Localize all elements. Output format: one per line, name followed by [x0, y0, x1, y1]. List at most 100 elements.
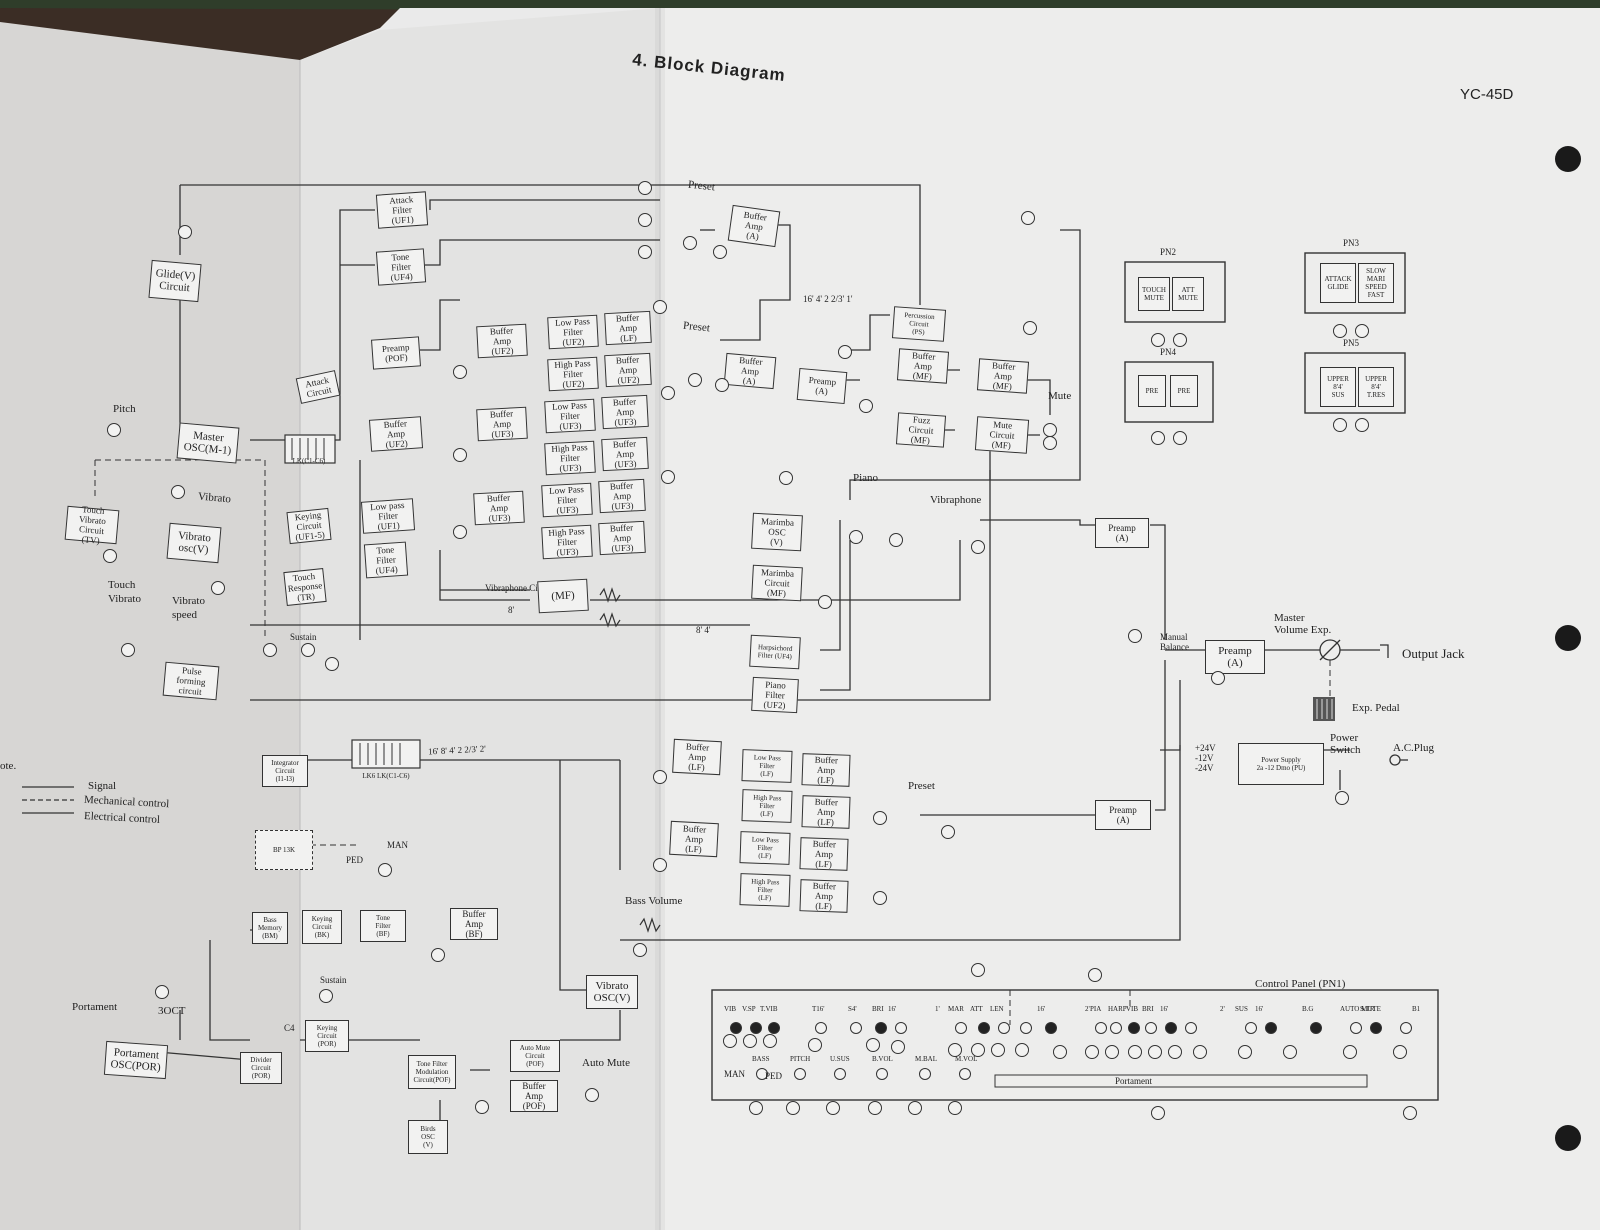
control-panel-knob[interactable]	[756, 1068, 768, 1080]
control-panel-switch[interactable]	[895, 1022, 907, 1034]
test-point-marker	[638, 181, 652, 195]
pn2-att-mute[interactable]: ATT MUTE	[1172, 277, 1204, 311]
master-osc-block: Master OSC(M-1)	[176, 422, 240, 464]
buffer-amp-uf2-b-block: Buffer Amp (UF2)	[476, 323, 528, 359]
model-number: YC-45D	[1460, 86, 1514, 103]
test-point-marker	[891, 1040, 905, 1054]
buffer-amp-pof-block: Buffer Amp (POF)	[510, 1080, 558, 1112]
test-point-marker	[743, 1034, 757, 1048]
preamp-a-mid-block: Preamp (A)	[796, 367, 848, 405]
control-panel-switch[interactable]	[1095, 1022, 1107, 1034]
test-point-marker	[633, 943, 647, 957]
control-panel-switch[interactable]	[730, 1022, 742, 1034]
test-point-marker	[971, 963, 985, 977]
control-panel-switch[interactable]	[1165, 1022, 1177, 1034]
binder-hole-3	[1555, 1125, 1581, 1151]
test-point-marker	[818, 595, 832, 609]
marimba-osc-block: Marimba OSC (V)	[751, 512, 803, 552]
label-piano: Piano	[853, 472, 879, 484]
highpass-filter-lf-2-block: High Pass Filter (LF)	[739, 873, 791, 907]
control-panel-switch[interactable]	[1245, 1022, 1257, 1034]
test-point-marker	[1015, 1043, 1029, 1057]
control-panel-switch-label: 16'	[888, 1005, 897, 1013]
pn5-upper-tres[interactable]: UPPER 8'4' T.RES	[1358, 367, 1394, 407]
control-panel-switch[interactable]	[1310, 1022, 1322, 1034]
test-point-marker	[866, 1038, 880, 1052]
buffer-amp-uf3-b-block: Buffer Amp (UF3)	[473, 490, 525, 526]
test-point-marker	[838, 345, 852, 359]
control-panel-knob-label: M.VOL	[955, 1055, 978, 1063]
control-panel-switch[interactable]	[998, 1022, 1010, 1034]
test-point-marker	[325, 657, 339, 671]
test-point-marker	[1148, 1045, 1162, 1059]
pn4-pre-1[interactable]: PRE	[1138, 375, 1166, 407]
pn2-touch-mute[interactable]: TOUCH MUTE	[1138, 277, 1170, 311]
test-point-marker	[653, 858, 667, 872]
test-point-marker	[301, 643, 315, 657]
control-panel-switch[interactable]	[1128, 1022, 1140, 1034]
fuzz-circuit-block: Fuzz Circuit (MF)	[895, 412, 947, 448]
control-panel-switch-label: MAR	[948, 1005, 964, 1013]
test-point-marker	[763, 1034, 777, 1048]
test-point-marker	[1173, 333, 1187, 347]
test-point-marker	[661, 470, 675, 484]
control-panel-switch[interactable]	[1400, 1022, 1412, 1034]
label-vibraphone-circuit: Vibraphone Circuit	[485, 583, 555, 593]
control-panel-switch[interactable]	[750, 1022, 762, 1034]
pn3-marimba-speed[interactable]: SLOW MARI SPEED FAST	[1358, 263, 1394, 303]
control-panel-knob[interactable]	[834, 1068, 846, 1080]
control-panel-switch-label: 16'	[1037, 1005, 1046, 1013]
buffer-amp-lf-4-block: Buffer Amp (LF)	[801, 795, 851, 829]
test-point-marker	[826, 1101, 840, 1115]
control-panel-knob[interactable]	[876, 1068, 888, 1080]
control-panel-switch[interactable]	[1185, 1022, 1197, 1034]
test-point-marker	[453, 448, 467, 462]
control-panel-switch[interactable]	[1045, 1022, 1057, 1034]
control-panel-knob[interactable]	[919, 1068, 931, 1080]
pn4-pre-2[interactable]: PRE	[1170, 375, 1198, 407]
control-panel-switch[interactable]	[1110, 1022, 1122, 1034]
pn5-upper-sus[interactable]: UPPER 8'4' SUS	[1320, 367, 1356, 407]
auto-mute-circuit-block: Auto Mute Circuit (POF)	[510, 1040, 560, 1072]
tone-filter-modulation-block: Tone Filter Modulation Circuit(POF)	[408, 1055, 456, 1089]
control-panel-switch[interactable]	[850, 1022, 862, 1034]
label-power-switch: Power Switch	[1330, 732, 1361, 756]
control-panel-switch[interactable]	[1350, 1022, 1362, 1034]
control-panel-switch-label: 2'	[1220, 1005, 1225, 1013]
control-panel-switch[interactable]	[1020, 1022, 1032, 1034]
test-point-marker	[638, 245, 652, 259]
control-panel-switch[interactable]	[978, 1022, 990, 1034]
keying-circuit-uf1-block: Keying Circuit (UF1-5)	[286, 507, 332, 545]
control-panel-switch[interactable]	[1370, 1022, 1382, 1034]
test-point-marker	[155, 985, 169, 999]
label-exp-pedal: Exp. Pedal	[1352, 702, 1400, 714]
control-panel-switch[interactable]	[815, 1022, 827, 1034]
control-panel-switch[interactable]	[768, 1022, 780, 1034]
label-master-volume: Master Volume Exp.	[1274, 612, 1332, 636]
control-panel-switch[interactable]	[1265, 1022, 1277, 1034]
control-panel-switch[interactable]	[955, 1022, 967, 1034]
control-panel-knob-label: M.BAL	[915, 1055, 937, 1063]
divider-circuit-block: Divider Circuit (POR)	[240, 1052, 282, 1084]
control-panel-switch-label: V.SP	[742, 1005, 756, 1013]
control-panel-switch-label: T.VIB	[760, 1005, 778, 1013]
lowpass-filter-uf2-block: Low Pass Filter (UF2)	[547, 314, 599, 350]
label-pn3: PN3	[1343, 238, 1360, 248]
test-point-marker	[889, 533, 903, 547]
lk-upper-block: LK6 LK(C1-C6)	[362, 772, 410, 780]
buffer-amp-lf-top-block: Buffer Amp (LF)	[604, 310, 652, 346]
control-panel-switch-label: PIA	[1090, 1005, 1102, 1013]
control-panel-knob[interactable]	[959, 1068, 971, 1080]
control-panel-switch[interactable]	[875, 1022, 887, 1034]
test-point-marker	[1355, 418, 1369, 432]
test-point-marker	[1105, 1045, 1119, 1059]
attack-filter-uf1-block: Attack Filter (UF1)	[375, 191, 429, 229]
control-panel-knob[interactable]	[794, 1068, 806, 1080]
pn3-attack-glide[interactable]: ATTACK GLIDE	[1320, 263, 1356, 303]
control-panel-knob-label: U.SUS	[830, 1055, 850, 1063]
preamp-pof-block: Preamp (POF)	[371, 336, 421, 370]
label-preset-low: Preset	[908, 780, 935, 792]
control-panel-switch-label: S.TR	[1360, 1005, 1375, 1013]
control-panel-switch[interactable]	[1145, 1022, 1157, 1034]
